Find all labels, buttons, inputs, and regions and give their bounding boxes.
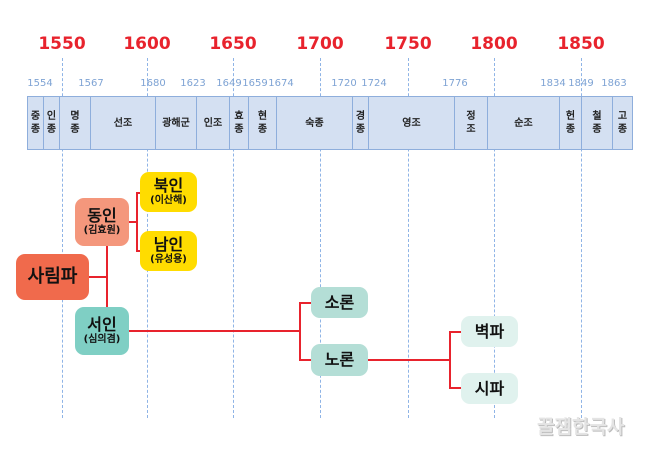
connector-line [299, 302, 311, 304]
node-leader: (유성용) [150, 254, 187, 265]
node-noron: 노론 [311, 344, 368, 376]
year-label: 1849 [568, 78, 594, 89]
king-cell: 인조 [196, 96, 230, 150]
year-label: 1720 [331, 78, 357, 89]
year-label: 1554 [27, 78, 53, 89]
century-label: 1550 [38, 34, 86, 54]
node-name: 남인 [153, 235, 184, 254]
year-label: 1659 [242, 78, 268, 89]
node-byeokpa: 벽파 [461, 316, 518, 347]
century-label: 1600 [123, 34, 171, 54]
connector-line [368, 359, 450, 361]
node-leader: (김효원) [83, 225, 121, 236]
node-name: 시파 [474, 378, 505, 398]
king-cell: 명 종 [59, 96, 91, 150]
node-leader: (심의겸) [83, 334, 121, 345]
century-gridline [62, 58, 63, 418]
connector-line [299, 302, 301, 361]
node-sarim: 사림파 [16, 254, 89, 300]
connector-line [449, 331, 451, 389]
century-gridline [233, 58, 234, 418]
node-dongin: 동인(김효원) [75, 198, 129, 246]
king-cell: 고 종 [612, 96, 633, 150]
century-gridline [581, 58, 582, 418]
king-cell: 경 종 [352, 96, 369, 150]
king-cell: 숙종 [276, 96, 353, 150]
year-label: 1623 [180, 78, 206, 89]
connector-line [89, 276, 107, 278]
connector-line [449, 331, 461, 333]
king-cell: 영조 [368, 96, 455, 150]
node-soron: 소론 [311, 287, 368, 318]
king-cell: 선조 [90, 96, 156, 150]
year-label: 1834 [540, 78, 566, 89]
year-label: 1680 [140, 78, 166, 89]
king-cell: 인 종 [43, 96, 60, 150]
king-cell: 현 종 [248, 96, 277, 150]
century-gridline [408, 58, 409, 418]
node-name: 북인 [153, 176, 184, 195]
connector-line [299, 359, 311, 361]
king-cell: 효 종 [229, 96, 249, 150]
connector-line [129, 221, 137, 223]
node-bugin: 북인(이산해) [140, 172, 197, 212]
connector-line [449, 387, 461, 389]
year-label: 1649 [216, 78, 242, 89]
node-name: 사림파 [27, 266, 78, 287]
node-name: 벽파 [474, 321, 505, 341]
connector-line [136, 192, 138, 252]
year-label: 1863 [601, 78, 627, 89]
connector-line [129, 330, 300, 332]
node-seoin: 서인(심의겸) [75, 307, 129, 355]
century-gridline [494, 58, 495, 418]
century-gridline [320, 58, 321, 418]
century-label: 1800 [470, 34, 518, 54]
century-label: 1750 [384, 34, 432, 54]
century-label: 1850 [557, 34, 605, 54]
node-sipa: 시파 [461, 373, 518, 404]
node-name: 서인 [87, 315, 117, 334]
year-label: 1567 [78, 78, 104, 89]
king-cell: 철 종 [581, 96, 613, 150]
node-leader: (이산해) [150, 195, 187, 206]
century-label: 1650 [209, 34, 257, 54]
king-cell: 정 조 [454, 96, 488, 150]
node-name: 동인 [87, 206, 117, 225]
king-cell: 중 종 [27, 96, 44, 150]
king-cell: 광해군 [155, 96, 197, 150]
king-cell: 헌 종 [559, 96, 582, 150]
node-name: 노론 [324, 350, 355, 369]
node-namin: 남인(유성용) [140, 231, 197, 271]
node-name: 소론 [324, 292, 355, 312]
year-label: 1776 [442, 78, 468, 89]
year-label: 1674 [268, 78, 294, 89]
connector-line [136, 250, 141, 252]
connector-line [136, 192, 141, 194]
watermark: 꿀잼한국사 [537, 416, 625, 438]
century-label: 1700 [296, 34, 344, 54]
year-label: 1724 [361, 78, 387, 89]
king-cell: 순조 [487, 96, 560, 150]
connector-line [106, 246, 108, 307]
